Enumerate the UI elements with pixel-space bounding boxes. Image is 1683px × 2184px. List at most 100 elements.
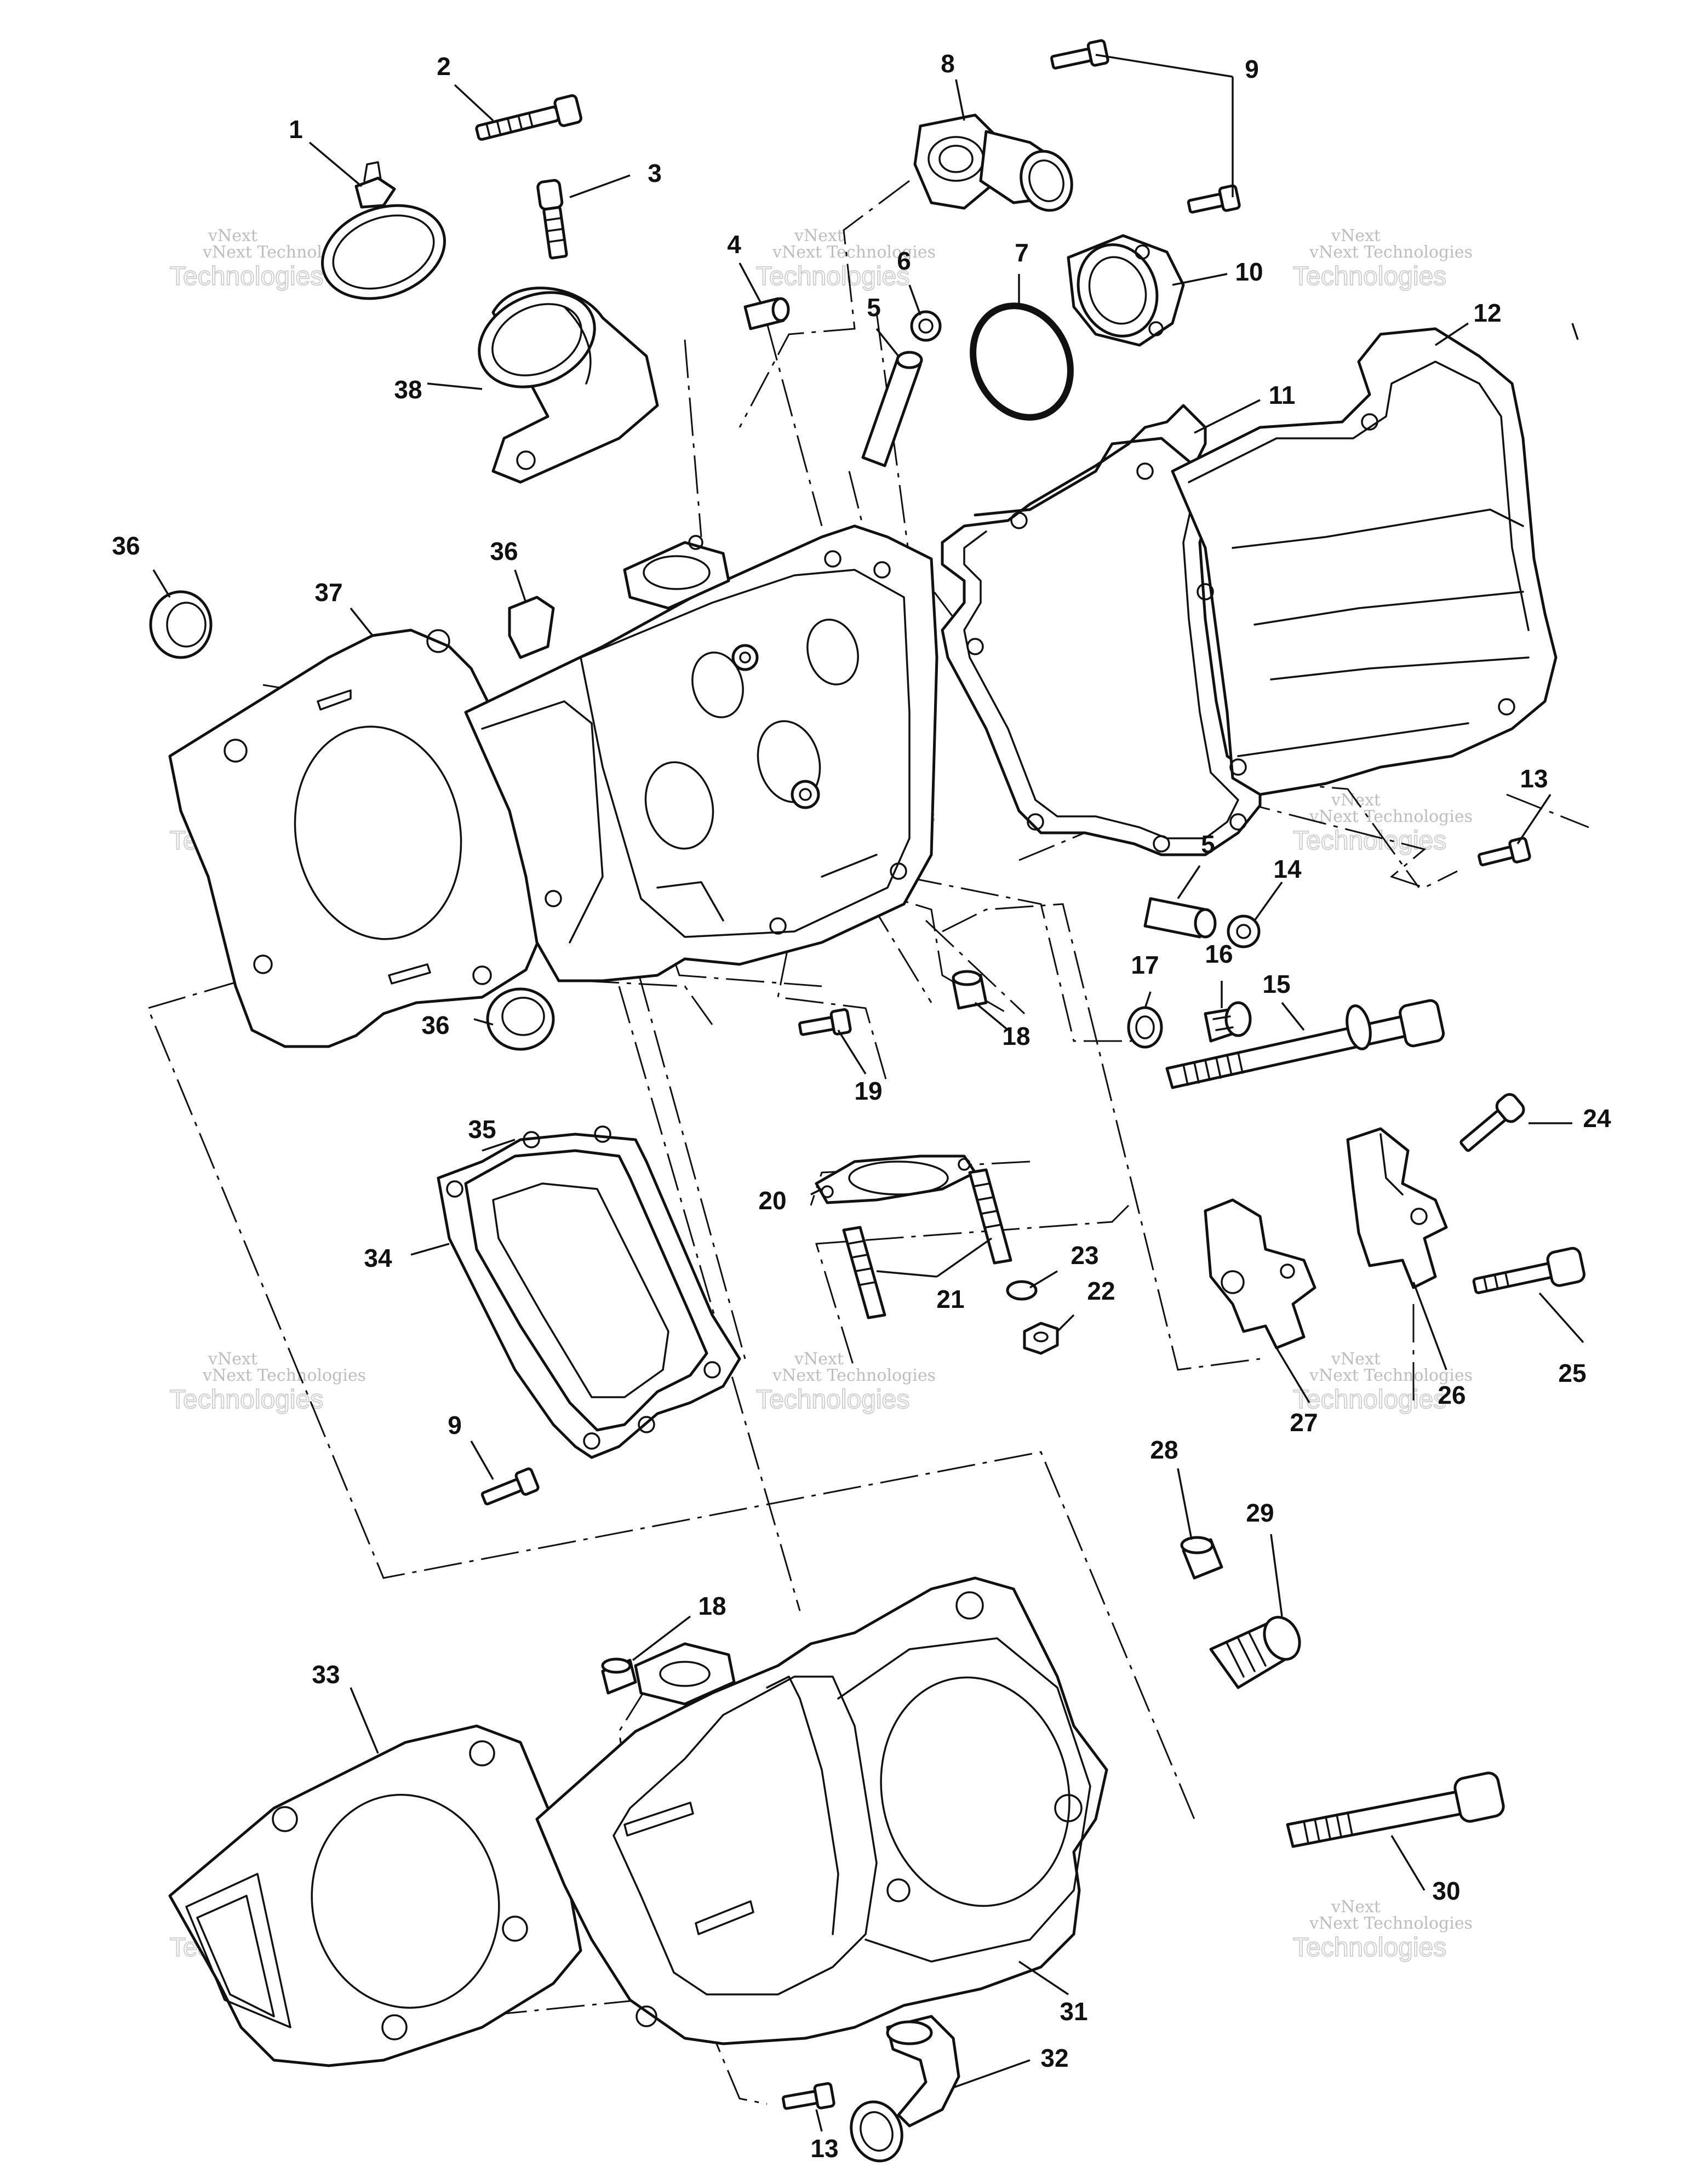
- callout-31: 31: [1060, 1997, 1087, 2026]
- callout-36: 36: [490, 537, 518, 565]
- bracket: [1346, 1127, 1448, 1289]
- svg-text:vNext: vNext: [794, 1350, 844, 1369]
- callout-10: 10: [1235, 258, 1263, 286]
- callout-21: 21: [936, 1285, 964, 1313]
- cylinder: [535, 1576, 1108, 2045]
- callout-24: 24: [1583, 1104, 1611, 1133]
- seal: [149, 590, 213, 659]
- callout-22: 22: [1087, 1277, 1115, 1305]
- svg-text:vNext: vNext: [794, 226, 844, 245]
- callout-26: 26: [1438, 1381, 1466, 1409]
- svg-text:vNext Technologies: vNext Technologies: [1309, 1914, 1473, 1933]
- intake-boot: [478, 287, 659, 484]
- callout-3: 3: [648, 159, 662, 187]
- callout-20: 20: [758, 1186, 786, 1215]
- svg-text:Technologies: Technologies: [170, 1385, 323, 1414]
- svg-text:Technologies: Technologies: [1293, 262, 1446, 291]
- bracket: [1204, 1198, 1316, 1350]
- dowel-pin: [601, 1657, 637, 1695]
- water-outlet: [1067, 234, 1185, 347]
- callout-36: 36: [421, 1011, 449, 1039]
- stud: [842, 1226, 886, 1319]
- svg-text:vNext: vNext: [1331, 226, 1381, 245]
- lock-washer: [1006, 1280, 1038, 1301]
- svg-text:vNext: vNext: [208, 226, 257, 245]
- callout-6: 6: [897, 247, 911, 275]
- stud: [968, 1168, 1012, 1265]
- dowel-pin: [743, 297, 790, 330]
- callout-36: 36: [112, 531, 140, 560]
- callout-30: 30: [1432, 1877, 1460, 1905]
- svg-text:vNext Technologies: vNext Technologies: [1309, 807, 1473, 826]
- svg-text:vNext: vNext: [208, 1350, 257, 1369]
- svg-text:Technologies: Technologies: [756, 1385, 909, 1414]
- o-ring: [970, 302, 1074, 421]
- screw: [1478, 837, 1531, 867]
- valve-seal: [1227, 914, 1261, 948]
- callout-34: 34: [364, 1244, 392, 1272]
- watermark: vNext vNext Technologies Technologies: [169, 1350, 366, 1415]
- callout-5: 5: [1201, 830, 1215, 859]
- callout-11: 11: [1269, 381, 1296, 409]
- clamp: [321, 161, 446, 300]
- callout-33: 33: [312, 1660, 340, 1689]
- valve-guide: [1143, 897, 1217, 939]
- watermark: vNext vNext Technologies Technologies: [1292, 226, 1473, 291]
- watermark: vNext vNext Technologies Technologies: [1292, 791, 1473, 856]
- callout-7: 7: [1015, 238, 1029, 267]
- seal: [486, 987, 555, 1051]
- svg-text:vNext Technologies: vNext Technologies: [772, 243, 936, 262]
- bolt: [536, 179, 568, 260]
- callout-14: 14: [1273, 855, 1302, 883]
- head-gasket: [168, 628, 544, 1048]
- callout-38: 38: [394, 375, 422, 404]
- fitting: [1209, 1616, 1301, 1689]
- callout-16: 16: [1205, 940, 1233, 968]
- watermark: vNext vNext Technologies Technologies: [1292, 1897, 1473, 1963]
- callout-19: 19: [854, 1077, 882, 1105]
- screw: [1050, 39, 1109, 70]
- callout-13: 13: [810, 2134, 838, 2163]
- callout-27: 27: [1290, 1408, 1318, 1437]
- svg-text:Technologies: Technologies: [1293, 1385, 1446, 1414]
- callout-35: 35: [468, 1115, 496, 1144]
- screw: [782, 2082, 835, 2110]
- watermark: vNext vNext Technologies Technologies: [755, 226, 936, 291]
- callout-5: 5: [867, 293, 881, 322]
- callout-8: 8: [941, 49, 955, 78]
- valve-guide: [861, 351, 923, 467]
- cam-cover: [446, 1125, 721, 1450]
- callout-25: 25: [1558, 1359, 1586, 1387]
- water-elbow: [850, 2015, 960, 2163]
- callout-28: 28: [1150, 1436, 1178, 1464]
- callout-17: 17: [1131, 951, 1159, 979]
- dowel-pin: [952, 970, 988, 1010]
- callout-1: 1: [289, 115, 303, 144]
- callout-37: 37: [314, 578, 342, 607]
- callout-15: 15: [1262, 970, 1290, 998]
- screw: [798, 1008, 852, 1036]
- leader-lines: [152, 54, 1584, 2132]
- callout-23: 23: [1071, 1241, 1098, 1270]
- screw: [480, 1467, 540, 1506]
- callout-9: 9: [1245, 55, 1259, 83]
- thermostat-housing: [913, 113, 1073, 212]
- callout-29: 29: [1246, 1499, 1274, 1527]
- svg-text:vNext: vNext: [1331, 1350, 1381, 1369]
- svg-text:vNext Technologies: vNext Technologies: [202, 1366, 366, 1385]
- svg-text:vNext Technologies: vNext Technologies: [772, 1366, 936, 1385]
- cylinder-head: [464, 524, 938, 982]
- valve-seal: [910, 310, 942, 342]
- base-gasket: [168, 1724, 582, 2067]
- watermark: vNext vNext Technologies Technologies: [755, 1350, 936, 1415]
- valve-cover: [1171, 327, 1558, 796]
- svg-text:Technologies: Technologies: [1293, 826, 1446, 855]
- exhaust-gasket: [815, 1154, 977, 1204]
- screw: [475, 94, 582, 141]
- screw: [1459, 1093, 1525, 1152]
- dowel-pin: [1180, 1536, 1223, 1580]
- callout-18: 18: [698, 1592, 726, 1620]
- callout-13: 13: [1520, 764, 1548, 793]
- svg-text:Technologies: Technologies: [1293, 1933, 1446, 1962]
- svg-text:Technologies: Technologies: [170, 262, 323, 291]
